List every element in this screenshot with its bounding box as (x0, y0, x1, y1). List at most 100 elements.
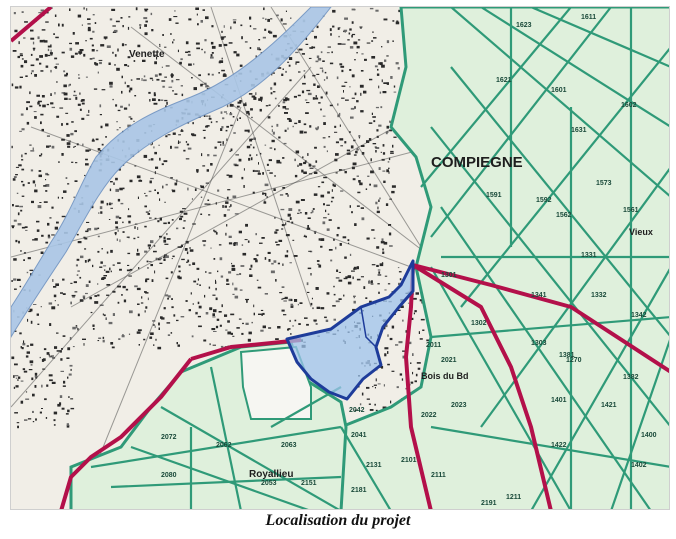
building-mark (268, 104, 271, 106)
building-mark (314, 231, 316, 234)
building-mark (334, 131, 338, 133)
building-mark (49, 52, 53, 55)
parcel-number: 1591 (486, 192, 502, 199)
building-mark (164, 46, 167, 48)
building-mark (395, 21, 400, 25)
building-mark (185, 300, 188, 302)
building-mark (223, 111, 227, 113)
building-mark (158, 257, 163, 260)
building-mark (34, 385, 37, 388)
building-mark (239, 117, 241, 119)
building-mark (202, 165, 206, 167)
building-mark (326, 228, 330, 231)
building-mark (68, 373, 72, 376)
building-mark (379, 263, 384, 267)
building-mark (115, 221, 118, 224)
building-mark (366, 398, 370, 400)
building-mark (14, 375, 19, 377)
building-mark (398, 341, 403, 344)
building-mark (101, 89, 106, 91)
building-mark (41, 234, 44, 237)
building-mark (258, 313, 262, 315)
building-mark (128, 220, 131, 224)
forest-roads (90, 7, 669, 509)
building-mark (67, 145, 71, 148)
building-mark (91, 44, 94, 47)
building-mark (259, 108, 262, 112)
building-mark (36, 313, 39, 316)
building-mark (88, 258, 91, 262)
building-mark (351, 21, 354, 24)
building-mark (188, 264, 191, 266)
project-site[interactable] (285, 259, 415, 401)
building-mark (29, 105, 33, 108)
building-mark (118, 168, 121, 171)
building-mark (402, 355, 406, 359)
building-mark (294, 299, 298, 302)
building-mark (26, 345, 29, 347)
building-mark (28, 310, 32, 313)
building-mark (45, 21, 49, 23)
building-mark (253, 258, 257, 261)
building-mark (159, 217, 162, 221)
building-mark (147, 244, 151, 247)
building-mark (322, 115, 326, 117)
building-mark (206, 169, 209, 172)
building-mark (322, 137, 326, 139)
building-mark (351, 33, 356, 36)
building-mark (180, 58, 183, 61)
building-mark (203, 115, 206, 117)
building-mark (183, 220, 186, 222)
building-mark (160, 99, 164, 101)
building-mark (343, 277, 348, 280)
building-mark (288, 208, 293, 211)
building-mark (260, 309, 264, 311)
building-mark (207, 73, 210, 76)
building-mark (13, 375, 15, 378)
building-mark (329, 28, 332, 32)
building-mark (45, 184, 50, 187)
building-mark (267, 18, 270, 22)
map-canvas[interactable]: 1623161116211601160216311591159215731561… (11, 7, 670, 510)
building-mark (29, 91, 31, 95)
building-mark (105, 317, 107, 320)
building-mark (182, 208, 186, 210)
building-mark (258, 170, 260, 173)
building-mark (306, 282, 309, 286)
building-mark (46, 146, 49, 148)
building-mark (63, 84, 67, 88)
building-mark (341, 69, 344, 73)
building-mark (31, 377, 34, 381)
building-mark (378, 291, 380, 294)
building-mark (79, 299, 84, 302)
building-mark (410, 381, 414, 384)
building-mark (189, 249, 194, 252)
building-mark (265, 105, 269, 107)
building-mark (171, 79, 174, 83)
building-mark (45, 190, 48, 192)
building-mark (419, 338, 423, 340)
building-mark (354, 409, 357, 411)
building-mark (121, 43, 125, 47)
building-mark (215, 121, 218, 123)
building-mark (335, 153, 339, 156)
building-mark (307, 267, 312, 270)
building-mark (224, 205, 227, 208)
building-mark (19, 130, 22, 132)
building-mark (69, 337, 72, 340)
building-mark (227, 320, 230, 323)
building-mark (391, 190, 395, 194)
building-mark (344, 17, 348, 20)
building-mark (73, 281, 77, 284)
building-mark (383, 180, 386, 183)
building-mark (202, 129, 206, 131)
building-mark (225, 329, 228, 331)
building-mark (350, 116, 354, 119)
building-mark (271, 139, 275, 143)
building-mark (221, 57, 223, 60)
building-mark (192, 303, 194, 305)
building-mark (115, 177, 118, 181)
building-mark (197, 301, 200, 305)
building-mark (24, 226, 28, 228)
